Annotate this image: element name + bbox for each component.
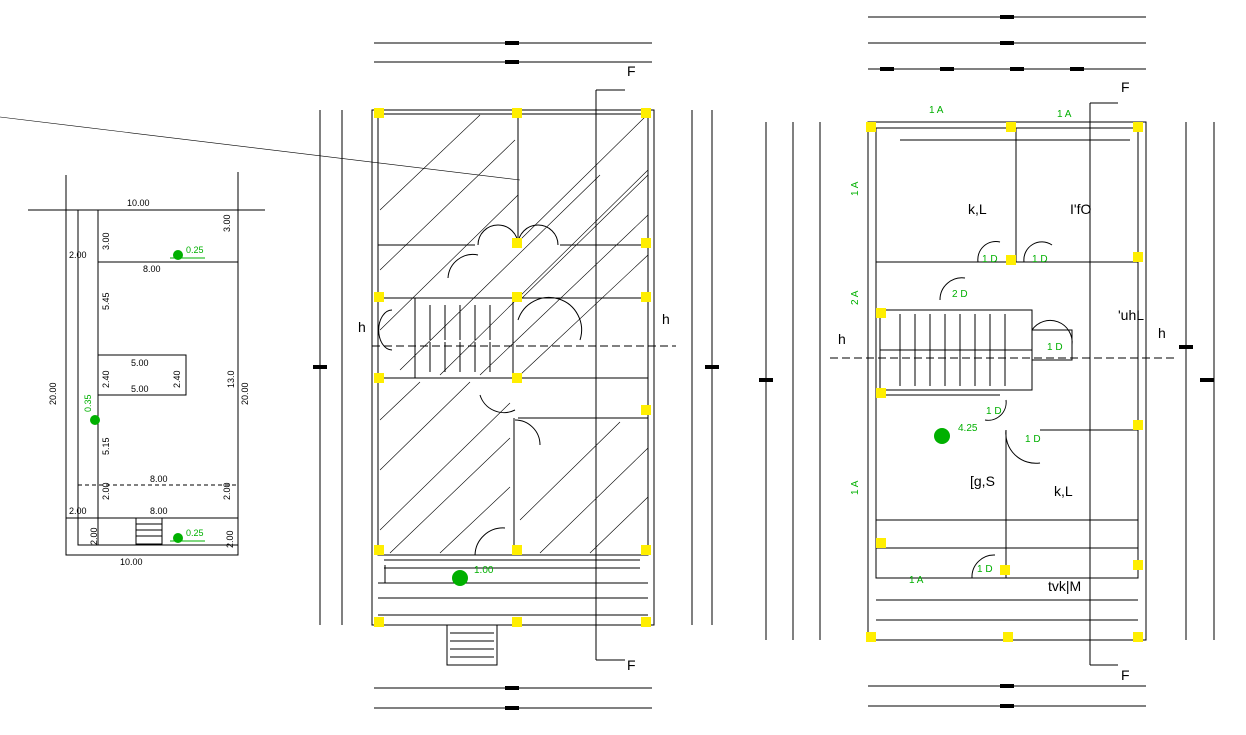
- dim-inner-depth: 13.0: [226, 370, 236, 388]
- site-plan: [28, 172, 265, 556]
- section-mark-right: h: [662, 311, 670, 327]
- dim-inner-width-bottom: 8.00: [150, 506, 168, 516]
- level-marker-icon: [934, 428, 950, 444]
- level-marker-icon: [173, 250, 183, 260]
- door-tag: 1 D: [1025, 434, 1041, 445]
- floor-columns: [866, 122, 1143, 642]
- foundation-level: 1.00: [474, 565, 494, 576]
- dim-top-setback-right: 3.00: [222, 214, 232, 232]
- door-tag: 2 D: [952, 289, 968, 300]
- door-tag: 1 D: [977, 564, 993, 575]
- dim-left-front: 2.00: [89, 527, 99, 545]
- floor-plan: [765, 16, 1215, 707]
- room-label: tvk|M: [1048, 578, 1081, 594]
- floor-level: 4.25: [958, 423, 978, 434]
- section-mark-bottom: F: [1121, 667, 1130, 683]
- section-mark-top: F: [1121, 79, 1130, 95]
- window-tag: 1 A: [850, 480, 861, 495]
- dim-front-setback: 2.00: [101, 482, 111, 500]
- dim-total-depth-right: 20.00: [240, 382, 250, 405]
- floor-rooms: k,L I'fO 'uhL [g,S k,L tvk|M: [968, 201, 1144, 594]
- dim-inner-width-top: 8.00: [143, 264, 161, 274]
- door-tag: 1 D: [1047, 342, 1063, 353]
- window-tag: 1 A: [1057, 109, 1072, 120]
- window-tag: 1 A: [850, 181, 861, 196]
- dim-court-width: 5.00: [131, 358, 149, 368]
- section-mark-bottom: F: [627, 657, 636, 673]
- room-label: I'fO: [1070, 201, 1091, 217]
- door-tag: 1 D: [982, 254, 998, 265]
- dim-inner-width-mid: 8.00: [150, 474, 168, 484]
- dim-court-depth: 2.40: [101, 370, 111, 388]
- window-tag: 2 A: [850, 290, 861, 305]
- room-label: k,L: [968, 201, 987, 217]
- section-mark-top: F: [627, 63, 636, 79]
- dim-left-offset-bottom: 2.00: [69, 506, 87, 516]
- door-tag: 1 D: [986, 406, 1002, 417]
- level-marker-icon: [90, 415, 100, 425]
- level-mid: 0.35: [83, 394, 93, 412]
- floor-dim-ticks: [313, 15, 1214, 710]
- dim-front-right: 2.00: [225, 530, 235, 548]
- window-door-tags: 1 A 1 A 1 A 2 A 1 A 1 A 1 D 1 D 2 D 1 D …: [850, 105, 1072, 586]
- door-tag: 1 D: [1032, 254, 1048, 265]
- level-top: 0.25: [186, 245, 204, 255]
- section-mark-right: h: [1158, 325, 1166, 341]
- window-tag: 1 A: [929, 105, 944, 116]
- dim-side-lower: 5.15: [101, 437, 111, 455]
- room-label: [g,S: [970, 473, 995, 489]
- window-tag: 1 A: [909, 575, 924, 586]
- dim-court-width-lower: 5.00: [131, 384, 149, 394]
- dim-total-depth: 20.00: [48, 382, 58, 405]
- site-dimensions: 10.00 3.00 3.00 2.00 8.00 0.25 5.45 5.00…: [48, 198, 250, 567]
- dim-side-upper: 5.45: [101, 292, 111, 310]
- dim-court-depth-right: 2.40: [172, 370, 182, 388]
- room-label: 'uhL: [1118, 307, 1144, 323]
- foundation-hatching: [0, 114, 649, 554]
- dim-top-width: 10.00: [127, 198, 150, 208]
- section-mark-left: h: [358, 319, 366, 335]
- foundation-columns: [374, 108, 651, 627]
- dim-front-setback-right: 2.00: [222, 482, 232, 500]
- level-bottom: 0.25: [186, 528, 204, 538]
- dim-top-setback: 3.00: [101, 232, 111, 250]
- room-label: k,L: [1054, 483, 1073, 499]
- level-marker-icon: [452, 570, 468, 586]
- dim-bottom-width: 10.00: [120, 557, 143, 567]
- dim-left-offset-top: 2.00: [69, 250, 87, 260]
- section-mark-left: h: [838, 331, 846, 347]
- level-marker-icon: [173, 533, 183, 543]
